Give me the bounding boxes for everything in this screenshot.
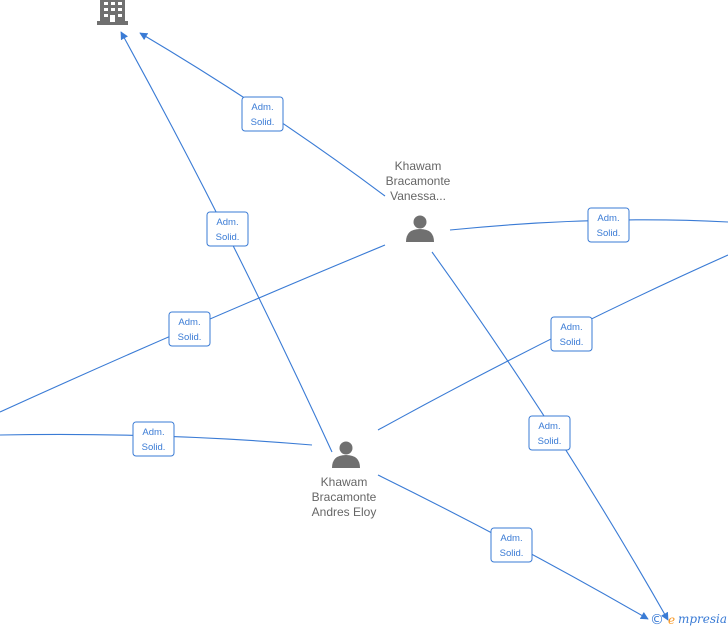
person-node-andres[interactable]: Khawam Bracamonte Andres Eloy bbox=[312, 441, 377, 520]
relation-badge[interactable]: Adm. Solid. bbox=[490, 527, 533, 563]
person-icon bbox=[332, 441, 360, 468]
svg-text:Solid.: Solid. bbox=[597, 228, 621, 239]
edges bbox=[0, 31, 728, 621]
person-node-vanessa[interactable]: Khawam Bracamonte Vanessa... bbox=[386, 159, 451, 242]
relation-badge[interactable]: Adm. Solid. bbox=[587, 207, 630, 243]
node-label-line: Bracamonte bbox=[386, 174, 451, 188]
brand-name: mpresia bbox=[678, 612, 727, 626]
node-label-line: Andres Eloy bbox=[312, 505, 377, 519]
svg-text:Adm.: Adm. bbox=[216, 217, 238, 228]
copyright-symbol: © bbox=[650, 612, 664, 628]
node-label-line: Vanessa... bbox=[390, 189, 446, 203]
building-icon bbox=[97, 0, 128, 25]
svg-text:Solid.: Solid. bbox=[216, 232, 240, 243]
svg-text:Solid.: Solid. bbox=[178, 332, 202, 343]
svg-text:Solid.: Solid. bbox=[251, 117, 275, 128]
relation-badge[interactable]: Adm. Solid. bbox=[206, 211, 249, 247]
svg-text:Solid.: Solid. bbox=[560, 337, 584, 348]
node-label-line: Khawam bbox=[321, 475, 368, 489]
relation-badge[interactable]: Adm. Solid. bbox=[550, 316, 593, 352]
relation-badge[interactable]: Adm. Solid. bbox=[132, 421, 175, 457]
person-icon bbox=[406, 215, 434, 242]
relation-badge[interactable]: Adm. Solid. bbox=[528, 415, 571, 451]
svg-text:Adm.: Adm. bbox=[251, 102, 273, 113]
svg-text:Solid.: Solid. bbox=[142, 442, 166, 453]
relation-badge[interactable]: Adm. Solid. bbox=[168, 311, 211, 347]
node-label-line: Bracamonte bbox=[312, 490, 377, 504]
brand-initial: e bbox=[668, 613, 675, 627]
svg-text:Adm.: Adm. bbox=[142, 427, 164, 438]
svg-text:Solid.: Solid. bbox=[538, 436, 562, 447]
svg-text:Adm.: Adm. bbox=[500, 533, 522, 544]
relation-badges: Adm. Solid. Adm. Solid. Adm. Solid. Adm.… bbox=[132, 96, 630, 563]
svg-text:Adm.: Adm. bbox=[178, 317, 200, 328]
relation-badge[interactable]: Adm. Solid. bbox=[241, 96, 284, 132]
company-node[interactable] bbox=[97, 0, 128, 25]
svg-text:Adm.: Adm. bbox=[597, 213, 619, 224]
svg-text:Adm.: Adm. bbox=[560, 322, 582, 333]
svg-text:Solid.: Solid. bbox=[500, 548, 524, 559]
node-label-line: Khawam bbox=[395, 159, 442, 173]
svg-text:Adm.: Adm. bbox=[538, 421, 560, 432]
empresia-logo: © e mpresia bbox=[650, 612, 727, 628]
